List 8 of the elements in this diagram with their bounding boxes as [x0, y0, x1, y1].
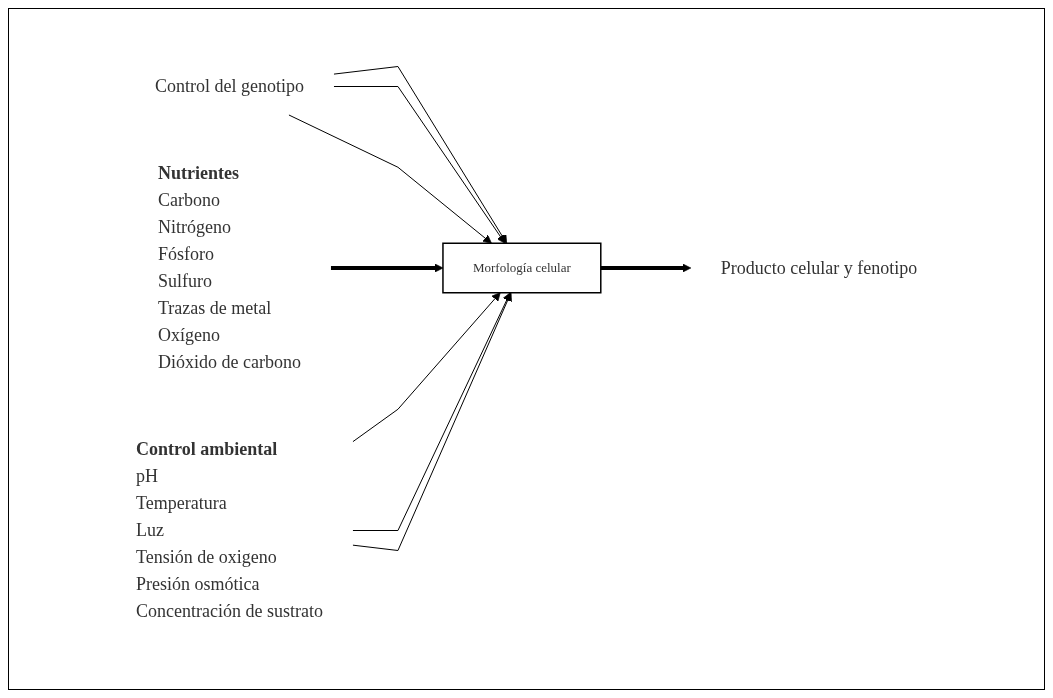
node-box: Morfología celular [442, 242, 602, 294]
arrow [352, 292, 501, 443]
arrow [600, 263, 692, 273]
arrow [288, 114, 492, 244]
node-text: Control del genotipo [154, 76, 304, 96]
node-text: Nutrientes Carbono Nitrógeno Fósforo Sulfuro Trazas de metal Oxígeno Dióxido de carbono [157, 163, 301, 372]
node-text: Control ambiental pH Temperatura Luz Tensión de oxigeno Presión osmótica Concentración de sustrato [135, 439, 323, 621]
node-text: Producto celular y fenotipo [720, 257, 918, 278]
